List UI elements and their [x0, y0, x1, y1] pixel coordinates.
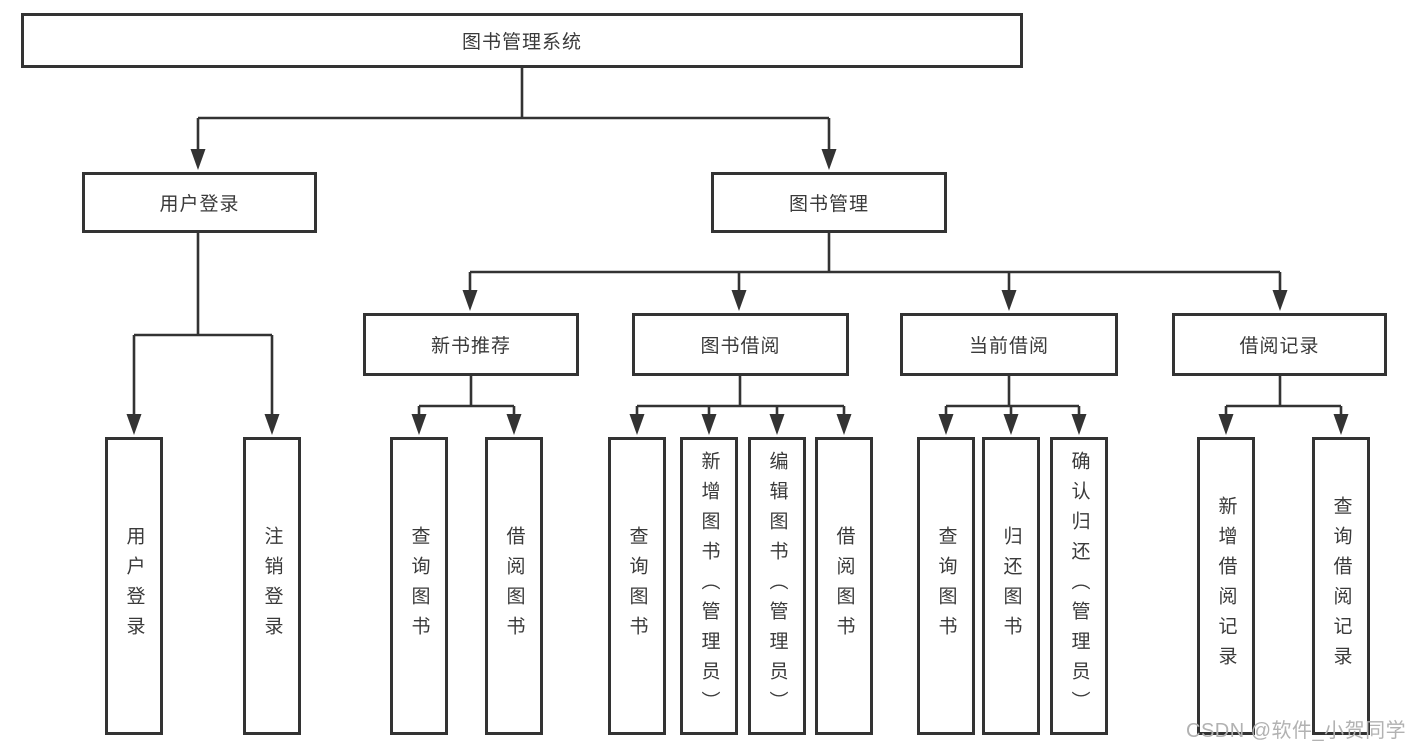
node-book-borrow: 图书借阅	[632, 313, 849, 376]
node-current-borrow: 当前借阅	[900, 313, 1118, 376]
leaf-borrow-edit-book: 编辑图书（管理员）	[748, 437, 806, 735]
leaf-borrow-add-book: 新增图书（管理员）	[680, 437, 738, 735]
leaf-borrow-edit-book-label: 编辑图书（管理员）	[766, 451, 788, 721]
node-library-system: 图书管理系统	[21, 13, 1023, 68]
leaf-borrow-query-label: 查询图书	[626, 526, 648, 646]
node-new-books: 新书推荐	[363, 313, 579, 376]
leaf-newbooks-borrow: 借阅图书	[485, 437, 543, 735]
leaf-logout: 注销登录	[243, 437, 301, 735]
node-book-borrow-label: 图书借阅	[700, 336, 781, 357]
leaf-records-add: 新增借阅记录	[1197, 437, 1255, 735]
leaf-borrow-query: 查询图书	[608, 437, 666, 735]
connector-book-mgmt-to-level2	[462, 233, 1288, 311]
leaf-user-login-label: 用户登录	[123, 526, 145, 646]
node-book-mgmt: 图书管理	[711, 172, 947, 233]
leaf-borrow-borrow-book: 借阅图书	[815, 437, 873, 735]
leaf-current-query: 查询图书	[917, 437, 975, 735]
leaf-records-query-label: 查询借阅记录	[1330, 496, 1352, 676]
node-library-system-label: 图书管理系统	[461, 32, 582, 53]
node-user-login-label: 用户登录	[159, 194, 240, 215]
node-user-login: 用户登录	[82, 172, 317, 233]
node-book-mgmt-label: 图书管理	[788, 194, 869, 215]
connector-book-borrow-to-leaves	[629, 376, 852, 435]
leaf-borrow-add-book-label: 新增图书（管理员）	[698, 451, 720, 721]
node-current-borrow-label: 当前借阅	[968, 336, 1049, 357]
connector-borrow-records-to-leaves	[1218, 376, 1349, 435]
watermark-text: CSDN @软件_小贺同学	[1186, 720, 1405, 742]
leaf-current-query-label: 查询图书	[935, 526, 957, 646]
leaf-records-add-label: 新增借阅记录	[1215, 496, 1237, 676]
leaf-user-login: 用户登录	[105, 437, 163, 735]
leaf-logout-label: 注销登录	[261, 526, 283, 646]
connector-user-login-to-leaves	[126, 233, 280, 435]
leaf-current-return-label: 归还图书	[1000, 526, 1022, 646]
leaf-records-query: 查询借阅记录	[1312, 437, 1370, 735]
node-borrow-records-label: 借阅记录	[1239, 336, 1320, 357]
leaf-current-confirm-return-label: 确认归还（管理员）	[1068, 451, 1090, 721]
connector-root-to-level1	[190, 68, 837, 170]
leaf-newbooks-query-label: 查询图书	[408, 526, 430, 646]
leaf-current-return: 归还图书	[982, 437, 1040, 735]
leaf-newbooks-borrow-label: 借阅图书	[503, 526, 525, 646]
node-borrow-records: 借阅记录	[1172, 313, 1387, 376]
leaf-current-confirm-return: 确认归还（管理员）	[1050, 437, 1108, 735]
leaf-newbooks-query: 查询图书	[390, 437, 448, 735]
connector-new-books-to-leaves	[411, 376, 522, 435]
node-new-books-label: 新书推荐	[430, 336, 511, 357]
leaf-borrow-borrow-book-label: 借阅图书	[833, 526, 855, 646]
connector-current-borrow-to-leaves	[938, 376, 1087, 435]
